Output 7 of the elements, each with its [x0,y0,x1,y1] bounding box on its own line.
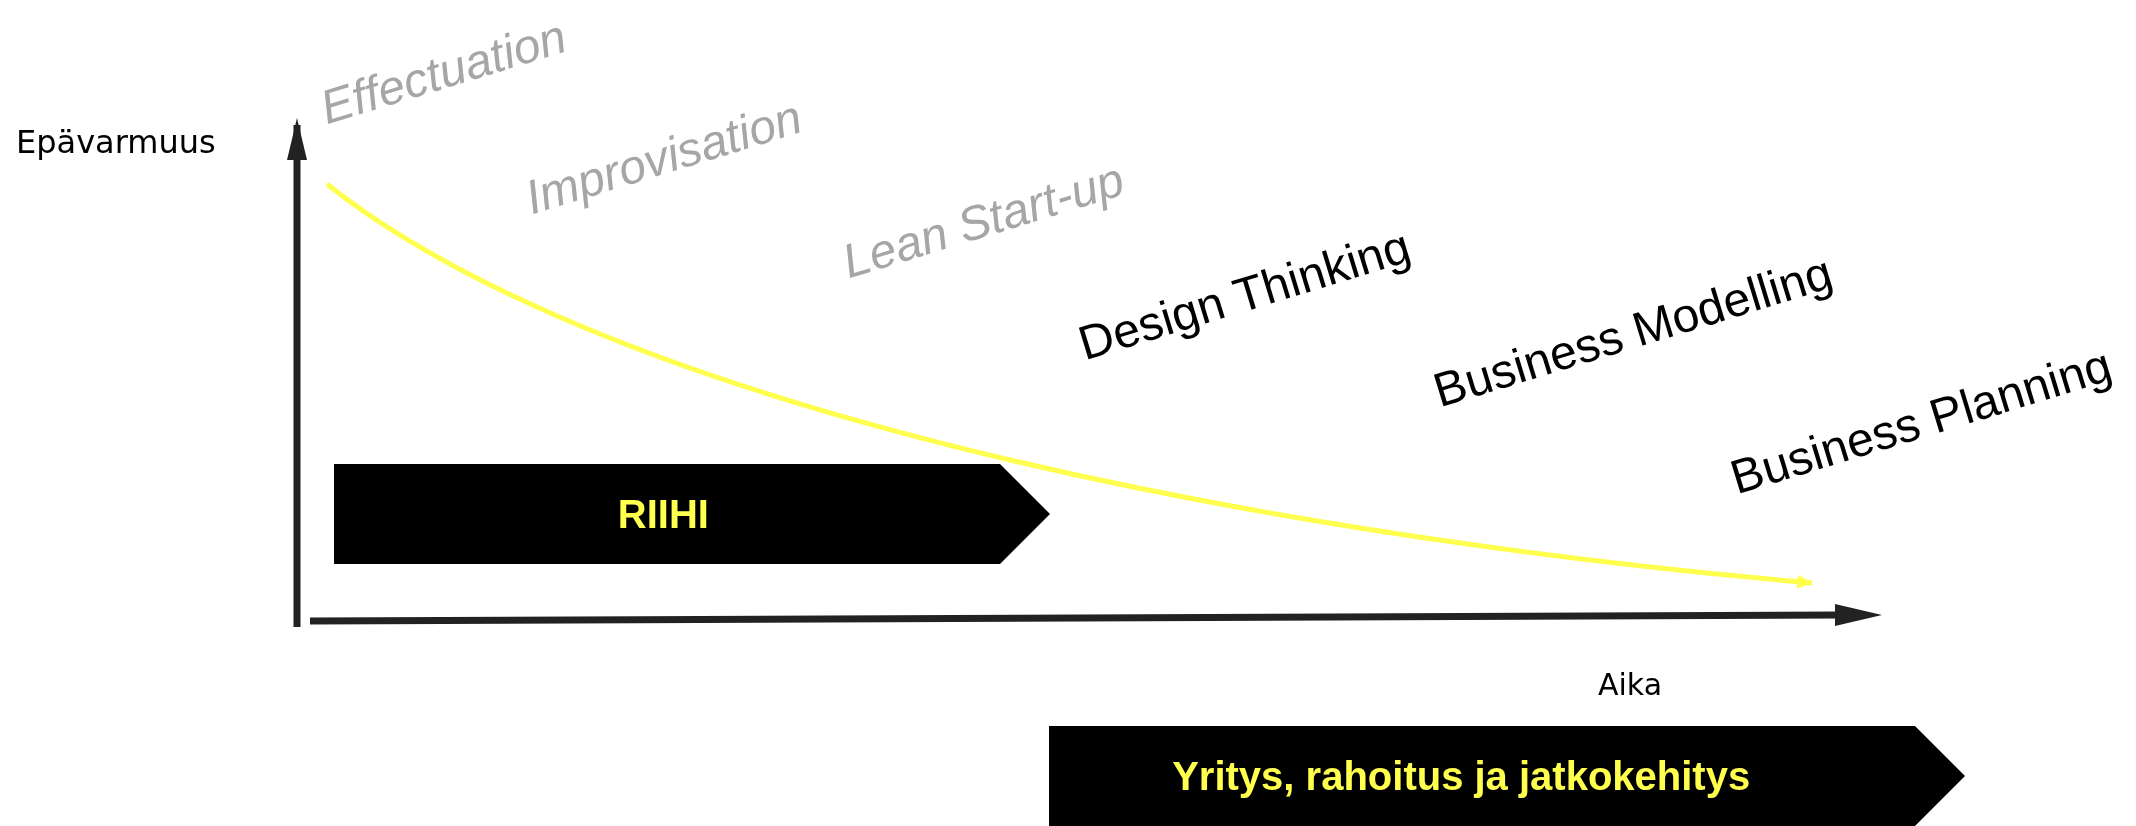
method-label: Business Planning [1724,338,2118,505]
chevron-band [334,464,1050,564]
band-label: RIIHI [617,491,709,537]
chevron-band [1049,726,1965,826]
axis-label: Aika [1598,668,1663,701]
band-label: Yritys, rahoitus ja jatkokehitys [1172,753,1751,799]
axis-label: Epävarmuus [16,125,216,161]
